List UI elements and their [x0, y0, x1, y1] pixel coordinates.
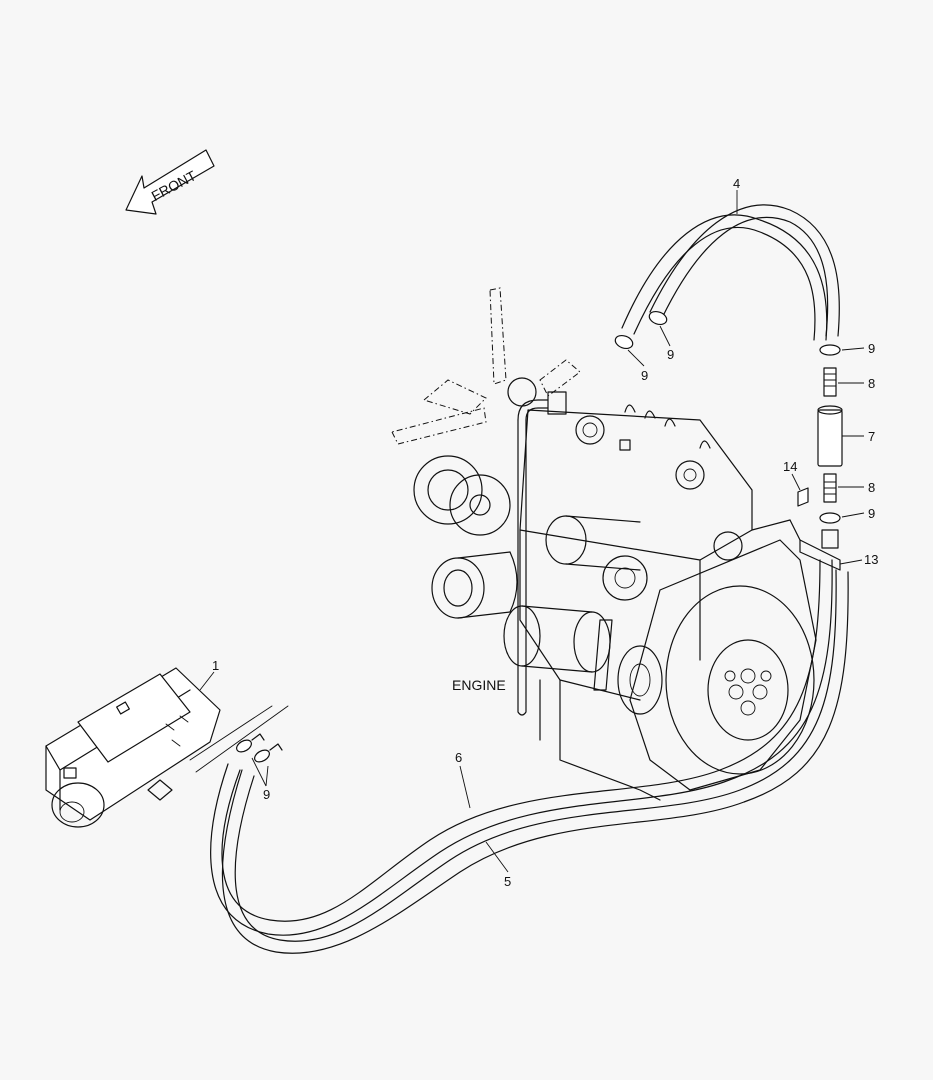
engine-label: ENGINE: [452, 677, 506, 693]
callout-1: 1: [212, 658, 219, 673]
callout-8a: 8: [868, 376, 875, 391]
callout-9a: 9: [868, 341, 875, 356]
callout-14: 14: [783, 459, 797, 474]
engine: [391, 287, 817, 801]
callout-4: 4: [733, 176, 740, 191]
leader-lines: [199, 190, 865, 873]
callout-9b: 9: [868, 506, 875, 521]
callout-9d: 9: [667, 347, 674, 362]
callout-6: 6: [455, 750, 462, 765]
callout-13: 13: [864, 552, 878, 567]
callout-5: 5: [504, 874, 511, 889]
callouts: 1 4 5 6 7 8 8 9 9 9 9 9 13 14: [212, 176, 878, 889]
callout-9e: 9: [263, 787, 270, 802]
hose-clamps-top: [614, 310, 668, 350]
hoses-5-6: [189, 559, 849, 954]
callout-7: 7: [868, 429, 875, 444]
heater-unit: [45, 667, 221, 828]
hose-4: [621, 204, 840, 341]
callout-9c: 9: [641, 368, 648, 383]
valve-assembly: [789, 344, 843, 571]
callout-8b: 8: [868, 480, 875, 495]
front-arrow: FRONT: [125, 149, 215, 215]
